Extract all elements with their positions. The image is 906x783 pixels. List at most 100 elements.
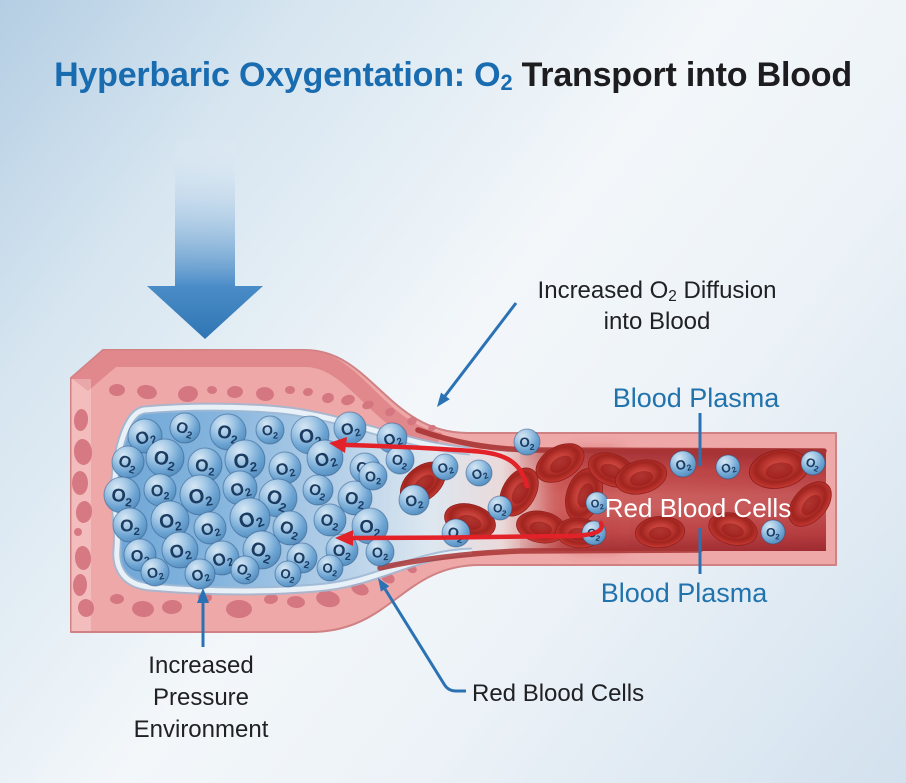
red-blood-cell (535, 443, 585, 483)
page-title: Hyperbaric Oxygentation: O2 Transport in… (0, 54, 906, 97)
o2-molecule: O2 (351, 507, 389, 545)
wall-cell (407, 416, 417, 426)
label-red-blood-cells-inline: Red Blood Cells (604, 493, 792, 523)
diffusion-line2: into Blood (603, 307, 711, 335)
o2-molecule: O2 (140, 557, 170, 587)
diffusion-arrowhead-icon (437, 392, 450, 407)
wall-cell (287, 595, 305, 609)
o2-molecule: O2 (513, 428, 541, 456)
title-highlight: Hyperbaric Oxygentation: O (54, 56, 501, 94)
o2-molecule: O2 (255, 415, 285, 445)
label-blood-plasma-bottom: Blood Plasma (600, 578, 768, 608)
title-subscript: 2 (500, 69, 513, 95)
label-blood-plasma-top: Blood Plasma (612, 383, 780, 413)
red-blood-cell (615, 459, 667, 495)
o2-flow-arrows-icon (329, 437, 604, 546)
label-increased-o2-diffusion: Increased O2 Diffusion into Blood (492, 276, 822, 337)
o2-molecule: O2 (272, 510, 308, 546)
o2-molecule-label: O2 (590, 498, 604, 513)
o2-molecule: O2 (715, 454, 741, 480)
o2-molecule: O2 (337, 480, 373, 516)
callout-leader-lines (197, 302, 702, 693)
title-rest: Transport into Blood (512, 56, 853, 94)
wall-cell (72, 574, 88, 596)
o2-molecule: O2 (385, 445, 415, 475)
pressure-line3: Environment (133, 715, 269, 743)
maroon-lining-bottom (377, 547, 703, 571)
wall-cell (74, 546, 92, 570)
red-blood-cell (708, 512, 758, 546)
o2-molecule: O2 (229, 497, 271, 539)
wall-cell (132, 600, 154, 618)
wall-cell (322, 392, 334, 404)
wall-cell (109, 384, 125, 396)
o2-molecule: O2 (398, 484, 430, 516)
oxygen-molecules-group: O2O2O2O2O2O2O2O2O2O2O2O2O2O2O2O2O2O2O2O2… (103, 411, 826, 590)
o2-molecule: O2 (306, 439, 344, 477)
o2-molecule: O2 (316, 554, 344, 582)
wall-cell (226, 600, 252, 618)
rbc-callout-arrowhead-icon (378, 578, 390, 592)
wall-cell (264, 593, 278, 605)
o2-molecule: O2 (112, 507, 148, 543)
wall-cell (303, 387, 313, 397)
wall-cell (385, 407, 395, 417)
wall-cell (227, 385, 243, 399)
o2-molecule: O2 (800, 450, 826, 476)
wall-cell (256, 386, 274, 402)
red-blood-cell (788, 481, 832, 527)
o2-molecule: O2 (145, 438, 185, 478)
diffusion-line1: Increased O2 Diffusion (537, 277, 777, 305)
wall-cell (73, 409, 89, 431)
wall-cell (316, 590, 340, 608)
o2-molecule: O2 (487, 495, 513, 521)
wall-cell (178, 385, 198, 403)
o2-molecule: O2 (669, 450, 697, 478)
wall-cell (162, 599, 182, 615)
vessel-wall-cells (72, 384, 436, 618)
o2-molecule: O2 (204, 540, 240, 576)
wall-cell (428, 424, 436, 432)
o2-molecule: O2 (333, 411, 367, 445)
o2-molecule: O2 (431, 453, 459, 481)
wall-cell (77, 599, 95, 617)
o2-molecule: O2 (193, 511, 227, 545)
wall-cell (341, 394, 355, 406)
wall-cell (74, 528, 82, 536)
o2-molecule: O2 (358, 461, 388, 491)
wall-cell (362, 400, 374, 410)
o2-molecule: O2 (150, 500, 190, 540)
o2-molecule: O2 (302, 474, 334, 506)
o2-molecule: O2 (274, 560, 302, 588)
wall-cell (72, 471, 88, 495)
wall-cell (207, 385, 217, 395)
o2-molecule: O2 (760, 519, 786, 545)
wall-cell (110, 594, 124, 604)
pressure-arrowhead-icon (197, 588, 209, 603)
wall-cell (285, 386, 295, 394)
o2-molecule: O2 (161, 531, 199, 569)
vessel-top-band (71, 350, 442, 447)
o2-molecule: O2 (222, 470, 258, 506)
o2-molecule: O2 (184, 558, 216, 590)
wall-cell (137, 384, 157, 400)
label-increased-pressure-environment: Increased Pressure Environment (95, 650, 307, 746)
o2-molecule: O2 (258, 478, 298, 518)
o2-molecule: O2 (230, 555, 260, 585)
o2-molecule: O2 (103, 476, 141, 514)
o2-molecule: O2 (169, 412, 201, 444)
o2-molecule: O2 (441, 518, 471, 548)
pressure-down-arrow-icon (147, 140, 263, 339)
pressure-line2: Pressure (152, 683, 250, 711)
rbc-callout-leader (383, 588, 466, 693)
o2-molecule: O2 (224, 439, 266, 481)
o2-molecule: O2 (111, 445, 145, 479)
pressure-line1: Increased (148, 652, 254, 679)
o2-molecule: O2 (585, 491, 609, 515)
o2-molecule: O2 (313, 503, 347, 537)
o2-molecule: O2 (465, 459, 493, 487)
wall-cell (75, 501, 93, 523)
label-red-blood-cells-callout: Red Blood Cells (472, 680, 645, 707)
